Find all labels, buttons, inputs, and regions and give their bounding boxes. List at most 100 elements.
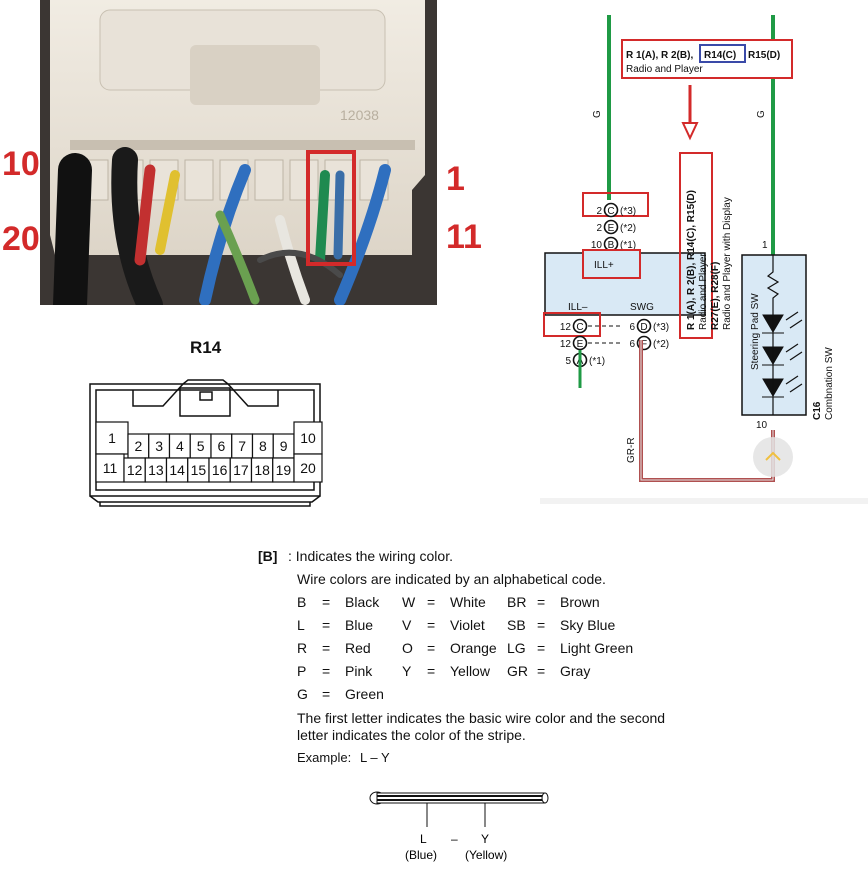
- pin-number: 15: [191, 462, 207, 478]
- left-pin-0-circle: [603, 202, 619, 218]
- pin-number: 16: [212, 462, 228, 478]
- wire-color-legend: [B] : Indicates the wiring color. Wire c…: [258, 545, 677, 769]
- left-pin-1-note: (*2): [620, 223, 636, 234]
- left-pin-1-circle: [603, 219, 619, 235]
- equals-sign: =: [322, 617, 331, 633]
- color-code: R: [297, 640, 308, 656]
- color-code: SB: [507, 617, 526, 633]
- photo-pin-label-20: 20: [2, 220, 40, 258]
- wire-right-name: (Yellow): [465, 848, 507, 862]
- color-name: White: [450, 594, 486, 610]
- color-code: V: [402, 617, 412, 633]
- top-box-sub: Radio and Player: [626, 64, 703, 75]
- legend-description: The first letter indicates the basic wir…: [297, 710, 666, 743]
- lower-left-pin-1-letter: E: [577, 339, 584, 350]
- photo-highlight-box: [306, 150, 356, 266]
- vertical-box-line1: R 1(A), R 2(B), R14(C), R15(D): [686, 190, 697, 330]
- vertical-line4: Radio and Player with Display: [722, 197, 733, 330]
- color-code: Y: [402, 663, 412, 679]
- wiring-schematic: G G R 1(A), R 2(B), R14(C) R15(D) Radio …: [540, 15, 868, 504]
- photo-pin-label-11: 11: [446, 218, 482, 256]
- pin-number: 6: [217, 438, 225, 454]
- color-name: Sky Blue: [560, 617, 616, 633]
- equals-sign: =: [322, 663, 331, 679]
- left-pin-0-number: 2: [596, 206, 602, 217]
- left-pin-0-note: (*3): [620, 206, 636, 217]
- color-name: Green: [345, 686, 384, 702]
- color-name: Pink: [345, 663, 373, 679]
- lower-right-pin-1-letter: F: [641, 339, 647, 350]
- led-icons: [762, 310, 803, 415]
- color-code: O: [402, 640, 413, 656]
- ill-minus-label: ILL–: [568, 302, 588, 313]
- pin-number: 12: [127, 462, 143, 478]
- pin-number: 2: [134, 438, 142, 454]
- left-pin-1-letter: E: [608, 223, 615, 234]
- color-code: BR: [507, 594, 527, 610]
- top-box-label-highlight: R14(C): [704, 50, 736, 61]
- vertical-device-box: [679, 152, 713, 339]
- resistor-icon: [766, 255, 780, 310]
- vertical-line3: R27(E), R28(F): [710, 262, 721, 330]
- connector-title: R14: [190, 338, 222, 357]
- equals-sign: =: [427, 663, 436, 679]
- pin-number: 5: [197, 438, 205, 454]
- wire-label-gr-r: GR-R: [626, 437, 637, 463]
- color-name: Light Green: [560, 640, 634, 656]
- equals-sign: =: [537, 663, 546, 679]
- example-code: L – Y: [360, 750, 390, 765]
- top-box-label-pre: R 1(A), R 2(B),: [626, 50, 693, 61]
- steering-sw-label: Steering Pad SW: [750, 293, 761, 370]
- legend-row: G=Green: [297, 683, 677, 706]
- lower-right-pin-1-note: (*2): [653, 339, 669, 350]
- legend-intro: Wire colors are indicated by an alphabet…: [297, 571, 606, 587]
- color-code: GR: [507, 663, 528, 679]
- pin-number: 10: [300, 430, 316, 446]
- lower-right-pin-0-number: 6: [629, 322, 635, 333]
- lower-left-pin-0-circle: [572, 318, 588, 334]
- equals-sign: =: [322, 640, 331, 656]
- lower-right-pin-1-number: 6: [629, 339, 635, 350]
- legend-tag: [B]: [258, 548, 278, 564]
- pin-number: 9: [280, 438, 288, 454]
- wire-label-g-left: G: [592, 110, 603, 118]
- example-label: Example:: [297, 750, 352, 765]
- lower-left-pin-0-letter: C: [576, 322, 583, 333]
- pin-12c-highlight: [543, 312, 601, 337]
- pin-cell: [293, 453, 323, 483]
- pin-cell: [95, 453, 125, 483]
- lower-right-pin-0-note: (*3): [653, 322, 669, 333]
- pin-number: 20: [300, 460, 316, 476]
- color-name: Gray: [560, 663, 591, 679]
- pin-number: 7: [238, 438, 246, 454]
- equals-sign: =: [537, 640, 546, 656]
- lower-left-pin-2-note: (*1): [589, 356, 605, 367]
- color-code: G: [297, 686, 308, 702]
- pointer-arrow-head: [681, 122, 699, 141]
- combination-sw-label: Combnation SW: [824, 347, 835, 420]
- left-pin-2-number: 10: [591, 240, 603, 251]
- color-code: P: [297, 663, 307, 679]
- top-device-box: [621, 39, 793, 79]
- scroll-up-button[interactable]: [753, 437, 793, 477]
- legend-heading: : Indicates the wiring color.: [288, 548, 453, 564]
- chevron-up-icon: [765, 451, 781, 461]
- photo-pin-label-10: 10: [2, 145, 40, 183]
- color-name: Brown: [560, 594, 600, 610]
- equals-sign: =: [427, 640, 436, 656]
- equals-sign: =: [537, 617, 546, 633]
- r14-highlight-box: [699, 44, 746, 63]
- color-name: Blue: [345, 617, 374, 633]
- equals-sign: =: [427, 617, 436, 633]
- color-code: LG: [507, 640, 526, 656]
- lower-left-pin-0-number: 12: [560, 322, 572, 333]
- pin-number: 18: [254, 462, 270, 478]
- pin-number: 8: [259, 438, 267, 454]
- pin-c-highlight: [582, 192, 649, 217]
- ill-plus-highlight: [582, 249, 641, 279]
- pin-number: 17: [233, 462, 249, 478]
